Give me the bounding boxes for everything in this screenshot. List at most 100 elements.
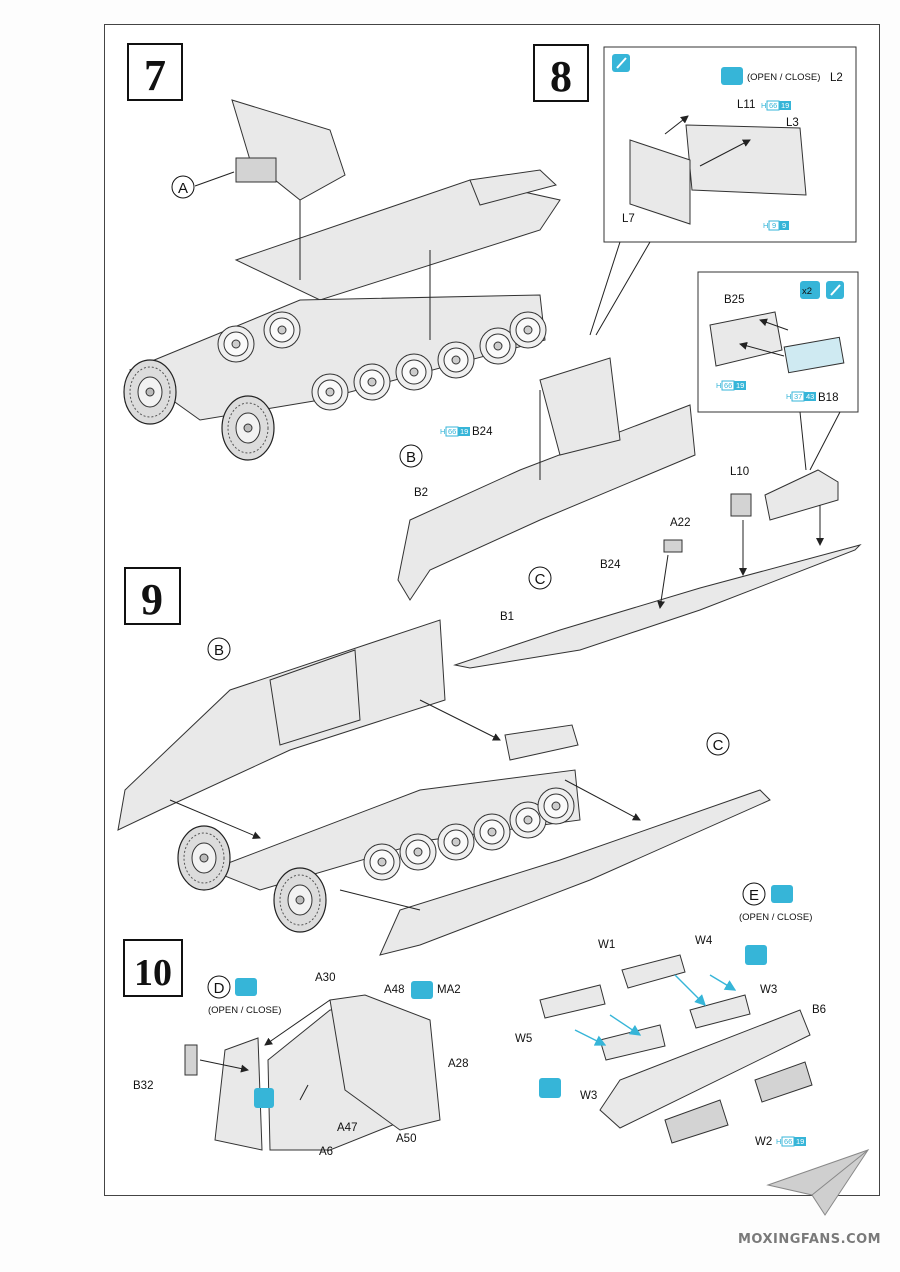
part-a48: A48: [384, 984, 404, 996]
door-panel: [329, 994, 441, 1131]
chassis-9: [208, 769, 581, 891]
b18-plate: [783, 336, 845, 374]
subassembly-a-marker: [171, 175, 195, 199]
lower-hull: [128, 294, 546, 421]
part-a28: A28: [448, 1058, 468, 1070]
side-door: [539, 357, 621, 456]
svg-text:H: H: [776, 1137, 781, 1146]
part-w2: W2: [755, 1136, 772, 1148]
subassembly-b-marker-9: [207, 637, 231, 661]
subassembly-d-marker: [207, 975, 231, 999]
svg-text:19: 19: [781, 101, 789, 110]
subassembly-b-label-9: B: [214, 642, 224, 659]
part-w4: W4: [695, 935, 713, 947]
paint-code-h66-19-d: H 66 19: [776, 1136, 806, 1147]
step-7-number: 7: [144, 51, 166, 100]
svg-text:9: 9: [772, 221, 776, 230]
watermark-text: MOXINGFANS.COM: [738, 1232, 881, 1247]
step-8-box: [533, 44, 589, 102]
no-glue-icon-d: [254, 1088, 274, 1108]
rear-bin-9: [504, 724, 579, 761]
w3-upper-part: [689, 994, 751, 1029]
w2-left: [664, 1099, 729, 1144]
svg-text:H: H: [786, 392, 791, 401]
svg-text:H: H: [716, 381, 721, 390]
compartment-box: [685, 124, 807, 196]
part-w1: W1: [598, 939, 615, 951]
subassembly-c-label-8: C: [535, 571, 546, 588]
subassembly-c-marker-9: [706, 732, 730, 756]
no-glue-icon-e: [745, 945, 767, 965]
open-close-icon-e: [771, 885, 793, 903]
step-9-number: 9: [141, 575, 163, 624]
subassembly-b-marker-8: [399, 444, 423, 468]
x2-label: x2: [802, 286, 812, 297]
b32-part: [184, 1044, 198, 1076]
subassembly-b-label-8: B: [406, 449, 416, 466]
hull-door-b: [269, 649, 361, 746]
open-close-icon-d: [235, 978, 257, 996]
open-close-icon: [721, 67, 743, 85]
l10-part: [730, 493, 752, 517]
part-l2: L2: [830, 72, 843, 84]
part-a6: A6: [319, 1146, 333, 1158]
part-l7-panel: [629, 139, 691, 225]
svg-text:66: 66: [724, 381, 732, 390]
subassembly-d-label: D: [214, 980, 225, 997]
svg-text:H: H: [440, 427, 445, 436]
part-w3-upper: W3: [760, 984, 777, 996]
paint-code-h37-43: H 37 43: [786, 391, 816, 402]
part-b32: B32: [133, 1080, 153, 1092]
w1-lower: [539, 984, 606, 1019]
part-b6: B6: [812, 1004, 826, 1016]
subassembly-e-label: E: [749, 887, 759, 904]
hull-side-c: [379, 789, 771, 956]
w2-right: [754, 1061, 813, 1103]
open-close-note-8: (OPEN / CLOSE): [747, 72, 820, 83]
part-b2: B2: [414, 487, 428, 499]
subassembly-e-marker: [742, 882, 766, 906]
step-7: 7 A: [123, 43, 561, 461]
part-b24-top: B24: [472, 426, 493, 438]
svg-text:66: 66: [769, 101, 777, 110]
step-10: 10 D (OPEN / CLOSE) A30 A48 MA2 A28 B32 …: [123, 882, 826, 1158]
paint-code-h66-19-c: H 66 19: [440, 426, 470, 437]
rear-rail: [764, 469, 839, 521]
open-close-note-e: (OPEN / CLOSE): [739, 912, 812, 923]
part-a22: A22: [670, 517, 690, 529]
part-a30: A30: [315, 972, 335, 984]
front-panel: [231, 99, 346, 201]
part-l10: L10: [730, 466, 749, 478]
subassembly-c-marker-8: [528, 566, 552, 590]
part-l11: L11: [737, 99, 755, 111]
part-a47: A47: [337, 1122, 357, 1134]
part-l7: L7: [622, 213, 635, 225]
watermark: MOXINGFANS.COM: [738, 1149, 881, 1247]
b6-plate: [599, 1009, 811, 1129]
step-7-box: [127, 43, 183, 101]
svg-text:37: 37: [794, 392, 802, 401]
svg-text:66: 66: [784, 1137, 792, 1146]
part-b1: B1: [500, 611, 514, 623]
svg-text:H: H: [763, 221, 768, 230]
step-10-number: 10: [134, 952, 172, 994]
step-9-box: [124, 567, 181, 625]
x2-badge: [800, 281, 820, 299]
open-close-icon-ma2: [411, 981, 433, 999]
part-w3-lower: W3: [580, 1090, 597, 1102]
svg-text:19: 19: [736, 381, 744, 390]
open-close-note-d: (OPEN / CLOSE): [208, 1005, 281, 1016]
part-w5: W5: [515, 1033, 532, 1045]
part-b25: B25: [724, 294, 744, 306]
w1-upper: [621, 954, 686, 989]
part-b2-side: [397, 404, 696, 601]
part-a50: A50: [396, 1133, 416, 1145]
svg-text:9: 9: [782, 221, 786, 230]
svg-text:43: 43: [806, 392, 814, 401]
paint-code-h9-9: H 9 9: [763, 220, 789, 231]
box-part: [235, 157, 277, 183]
step-8: 8 (OPEN / CLOSE) L2 L11 H 66 19 L3 L7: [397, 44, 862, 669]
paper-plane-logo: [766, 1149, 870, 1216]
